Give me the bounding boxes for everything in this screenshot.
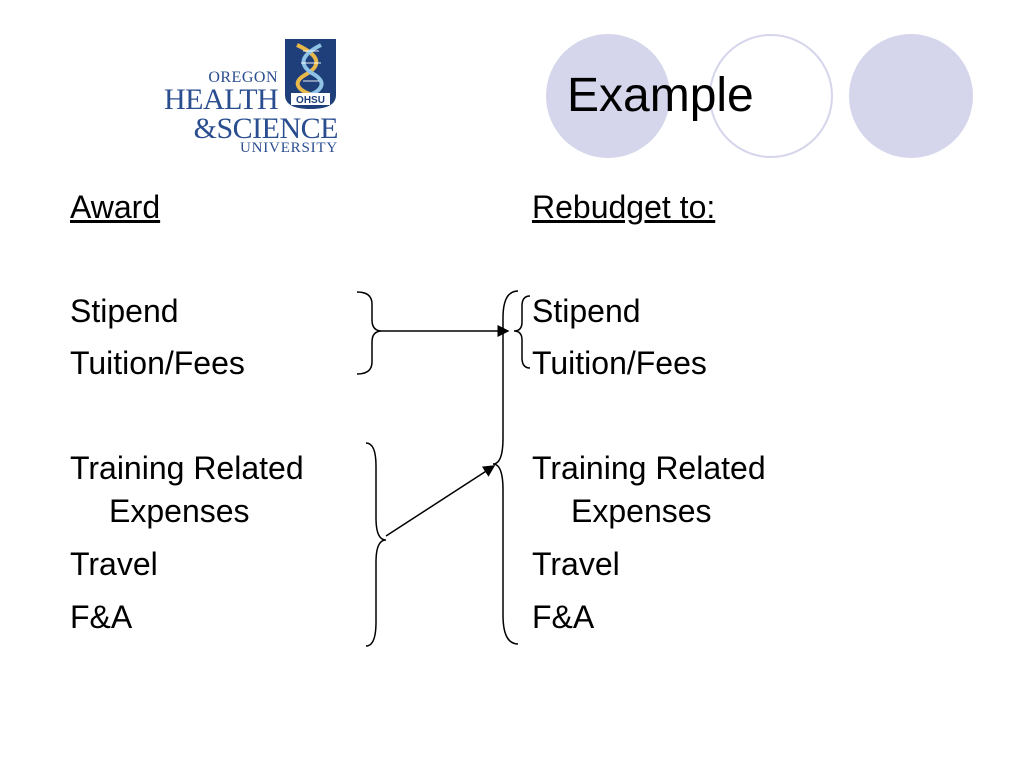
rebudget-item-fa: F&A — [532, 599, 595, 635]
right-brace-stipend-tuition — [513, 295, 531, 369]
rebudget-item-training-related: Training Related — [532, 450, 766, 486]
ohsu-shield-icon: OHSU — [285, 39, 336, 109]
award-item-fa: F&A — [70, 599, 133, 635]
rebudget-item-expenses: Expenses — [571, 493, 712, 529]
left-brace-tre-travel-fa — [365, 442, 387, 647]
ohsu-badge-text: OHSU — [296, 95, 325, 106]
award-item-expenses: Expenses — [109, 493, 250, 529]
decorative-circle-outline — [709, 34, 833, 158]
left-brace-stipend-tuition — [356, 291, 383, 375]
rebudget-heading: Rebudget to: — [532, 189, 716, 225]
decorative-circle-right — [849, 34, 973, 158]
award-item-stipend: Stipend — [70, 293, 179, 329]
logo-text-oregon: OREGON — [208, 69, 278, 86]
arrow-tre-travel-fa — [385, 465, 496, 537]
award-heading: Award — [70, 189, 161, 225]
right-brace-all-categories — [492, 290, 519, 645]
rebudget-item-stipend: Stipend — [532, 293, 641, 329]
decorative-circle-left — [546, 34, 670, 158]
logo-text-university: UNIVERSITY — [240, 140, 338, 156]
award-item-tuition-fees: Tuition/Fees — [70, 345, 245, 381]
award-item-travel: Travel — [70, 546, 158, 582]
award-item-training-related: Training Related — [70, 450, 304, 486]
logo-text-health: HEALTH — [164, 83, 279, 116]
ohsu-logo: OHSU OREGON HEALTH &SCIENCE UNIVERSITY — [162, 36, 342, 160]
slide-title: Example — [567, 69, 754, 122]
rebudget-item-travel: Travel — [532, 546, 620, 582]
rebudget-item-tuition-fees: Tuition/Fees — [532, 345, 707, 381]
logo-text-science: &SCIENCE — [193, 112, 339, 145]
